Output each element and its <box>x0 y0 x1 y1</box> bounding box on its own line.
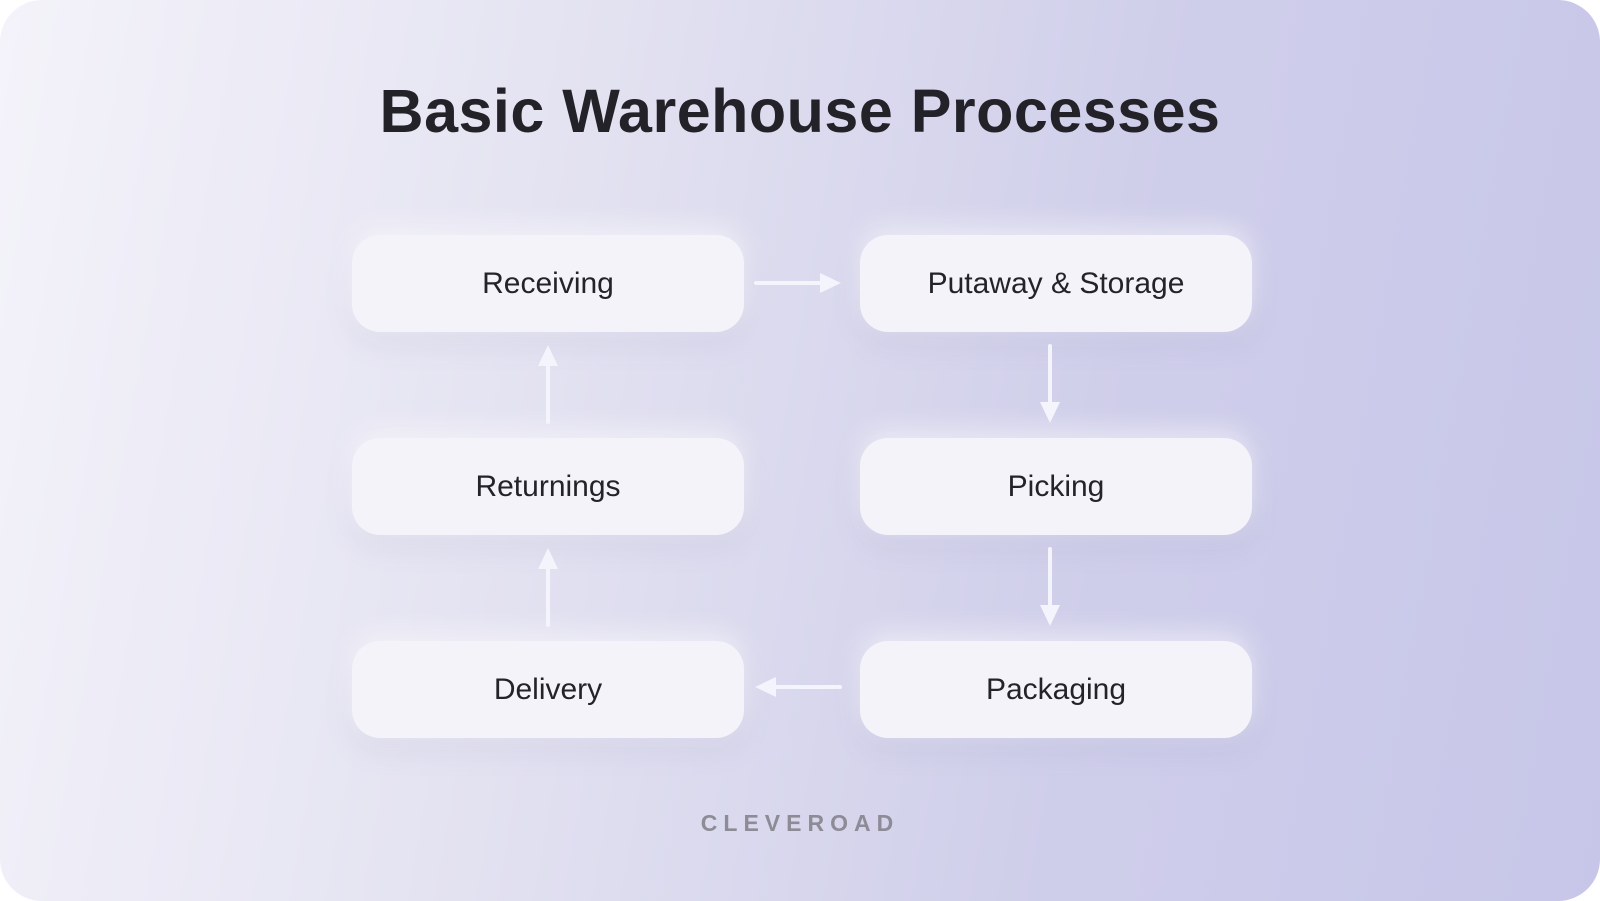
node-delivery: Delivery <box>352 641 744 738</box>
node-packaging: Packaging <box>860 641 1252 738</box>
node-putaway-storage-label: Putaway & Storage <box>927 266 1185 300</box>
brand-logo-text: CLEVEROAD <box>700 810 900 836</box>
node-delivery-label: Delivery <box>493 672 603 706</box>
arrow-down-putaway-to-picking-icon <box>1037 344 1063 424</box>
node-packaging-label: Packaging <box>985 672 1127 706</box>
node-receiving-label: Receiving <box>482 266 614 300</box>
arrow-up-delivery-to-returnings-icon <box>535 547 561 627</box>
node-putaway-storage: Putaway & Storage <box>860 235 1252 332</box>
page-title: Basic Warehouse Processes <box>379 77 1221 145</box>
arrow-left-packaging-to-delivery-icon <box>754 674 842 700</box>
arrow-down-picking-to-packaging-icon <box>1037 547 1063 627</box>
node-picking-label: Picking <box>1007 469 1105 503</box>
node-receiving: Receiving <box>352 235 744 332</box>
node-picking: Picking <box>860 438 1252 535</box>
node-returnings: Returnings <box>352 438 744 535</box>
arrow-up-returnings-to-receiving-icon <box>535 344 561 424</box>
arrow-right-receiving-to-putaway-icon <box>754 270 842 296</box>
node-returnings-label: Returnings <box>475 469 621 503</box>
